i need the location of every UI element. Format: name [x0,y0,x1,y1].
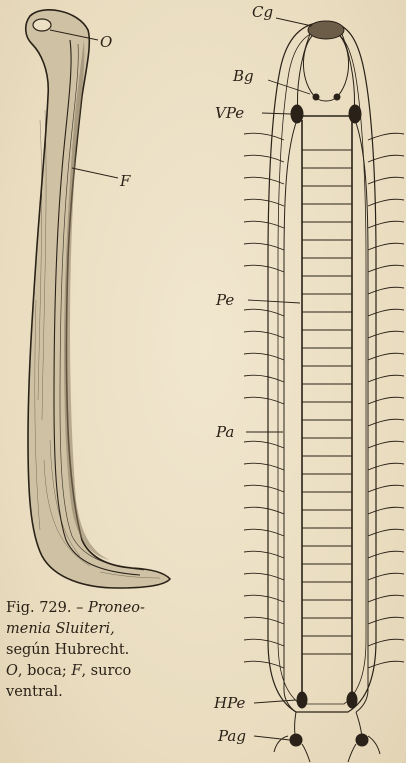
label-Pag: Pag [217,727,246,745]
key-F-text: , surco [81,663,131,679]
key-O-text: , boca; [18,663,72,679]
pedal-commissures [302,150,352,654]
buccal-ganglion-left [313,94,319,100]
label-F: F [119,172,131,190]
caption-line-4: O, boca; F, surco [6,661,206,682]
label-HPe: HPe [213,694,246,712]
label-Bg: Bg [232,67,254,85]
figure-attribution: según Hubrecht. [6,642,129,658]
species-name-part1: Proneo- [88,600,145,616]
caption-line-1: Fig. 729. – Proneo- [6,598,206,619]
label-Cg: Cg [252,3,273,21]
label-HPe-leader [254,700,296,703]
worm-body [26,10,170,588]
nervous-system-diagram [244,18,404,762]
caption-line-2: menia Sluiteri, [6,619,206,640]
label-Cg-leader [276,18,312,26]
label-VPe: VPe [215,104,244,122]
species-name-part2: menia Sluiteri, [6,621,115,637]
worm-drawing [26,10,170,588]
caption-line-5: ventral. [6,682,206,703]
figure-caption: Fig. 729. – Proneo- menia Sluiteri, segú… [6,598,206,703]
pallial-cord-left [284,120,297,712]
label-F-leader [72,168,118,178]
worm-mouth [33,19,51,31]
buccal-loop [303,36,348,101]
figure-number: Fig. 729. – [6,600,83,616]
caption-line-3: según Hubrecht. [6,640,206,661]
label-Pag-leader [254,736,290,740]
label-Pe: Pe [215,291,234,309]
label-Pa: Pa [215,423,234,441]
label-O: O [100,33,112,51]
posterior-ganglion-right [347,692,357,708]
key-F-text-2: ventral. [6,684,63,700]
lateral-nerves-right [368,133,404,668]
label-VPe-leader [262,113,291,114]
key-O-letter: O [6,663,18,679]
cerebral-ganglion [308,21,344,39]
label-Bg-leader [268,80,310,94]
posterior-ganglion-left [297,692,307,708]
label-Pe-leader [248,300,300,303]
key-F-letter: F [71,663,81,679]
buccal-ganglion-right [334,94,340,100]
